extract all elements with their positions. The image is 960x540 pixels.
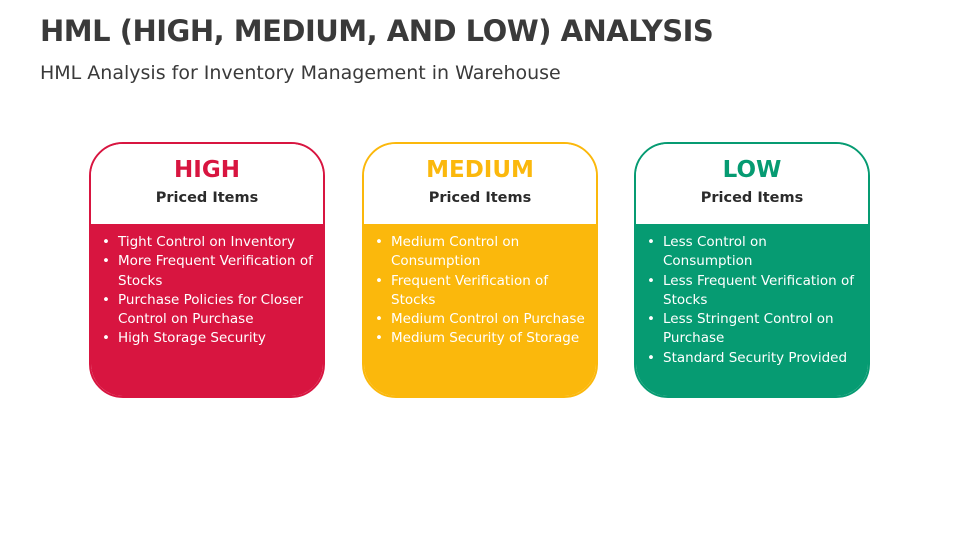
card-medium-list: Medium Control on Consumption Frequent V… [364, 224, 596, 349]
list-item: Medium Security of Storage [375, 329, 586, 349]
card-low: LOW Priced Items Less Control on Consump… [634, 142, 870, 398]
list-item: More Frequent Verification of Stocks [102, 252, 313, 291]
list-item: Medium Control on Purchase [375, 310, 586, 330]
card-low-body: Less Control on Consumption Less Frequen… [636, 224, 868, 396]
page-subtitle: HML Analysis for Inventory Management in… [40, 62, 561, 84]
list-item: High Storage Security [102, 329, 313, 349]
card-high-header: HIGH Priced Items [91, 144, 323, 224]
list-item: Tight Control on Inventory [102, 233, 313, 253]
card-high-title: HIGH [174, 157, 240, 183]
page-title: HML (HIGH, MEDIUM, AND LOW) ANALYSIS [40, 14, 714, 48]
card-low-list: Less Control on Consumption Less Frequen… [636, 224, 868, 368]
list-item: Standard Security Provided [647, 349, 858, 369]
card-low-header: LOW Priced Items [636, 144, 868, 224]
card-medium-subtitle: Priced Items [428, 190, 532, 206]
card-high-list: Tight Control on Inventory More Frequent… [91, 224, 323, 349]
card-medium-body: Medium Control on Consumption Frequent V… [364, 224, 596, 396]
list-item: Medium Control on Consumption [375, 233, 586, 272]
card-medium: MEDIUM Priced Items Medium Control on Co… [362, 142, 598, 398]
card-low-title: LOW [722, 157, 782, 183]
card-high-body: Tight Control on Inventory More Frequent… [91, 224, 323, 396]
card-medium-title: MEDIUM [426, 157, 534, 183]
list-item: Less Stringent Control on Purchase [647, 310, 858, 349]
card-high: HIGH Priced Items Tight Control on Inven… [89, 142, 325, 398]
list-item: Frequent Verification of Stocks [375, 272, 586, 311]
card-high-subtitle: Priced Items [155, 190, 259, 206]
list-item: Less Frequent Verification of Stocks [647, 272, 858, 311]
card-medium-header: MEDIUM Priced Items [364, 144, 596, 224]
list-item: Purchase Policies for Closer Control on … [102, 291, 313, 330]
card-low-subtitle: Priced Items [700, 190, 804, 206]
list-item: Less Control on Consumption [647, 233, 858, 272]
